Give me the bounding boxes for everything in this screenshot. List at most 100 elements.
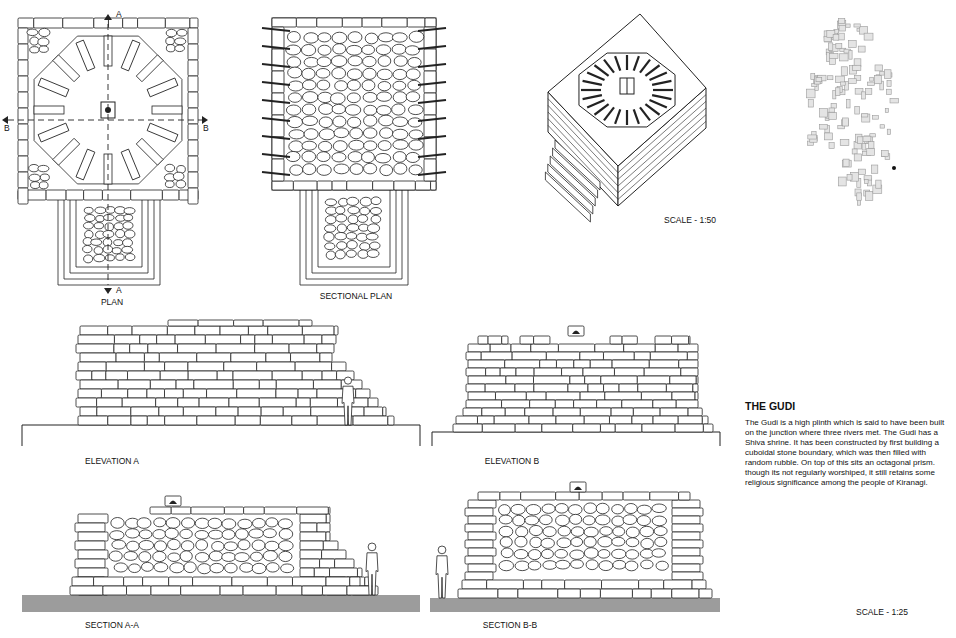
drawing-stroke <box>394 56 407 66</box>
drawing-stroke <box>808 99 813 107</box>
drawing-stroke <box>570 482 586 492</box>
drawing-stroke <box>612 505 624 514</box>
drawing-stroke <box>222 519 236 529</box>
drawing-stroke <box>325 243 335 250</box>
section-a-a-drawing <box>22 496 420 612</box>
drawing-stroke <box>829 53 838 58</box>
drawing-stroke <box>320 353 332 362</box>
drawing-stroke <box>342 386 354 425</box>
drawing-stroke <box>208 530 222 539</box>
drawing-stroke <box>462 580 487 589</box>
drawing-stroke <box>499 505 511 516</box>
drawing-stroke <box>555 549 568 558</box>
drawing-stroke <box>640 526 654 536</box>
drawing-stroke <box>418 172 446 175</box>
drawing-stroke <box>408 105 423 115</box>
drawing-stroke <box>233 380 259 389</box>
drawing-stroke <box>360 243 370 251</box>
drawing-stroke <box>332 68 346 79</box>
drawing-stroke <box>637 516 650 526</box>
drawing-stroke <box>660 408 688 416</box>
drawing-stroke <box>220 326 248 335</box>
drawing-stroke <box>188 60 198 76</box>
drawing-stroke <box>499 560 514 570</box>
drawing-stroke <box>543 527 556 537</box>
drawing-stroke <box>293 181 317 190</box>
drawing-stroke <box>358 215 368 223</box>
drawing-stroke <box>18 124 28 140</box>
drawing-title: SECTION A-A <box>85 621 139 630</box>
drawing-stroke <box>880 125 885 128</box>
drawing-stroke <box>858 46 865 52</box>
drawing-stroke <box>39 182 48 189</box>
drawing-stroke <box>808 135 817 139</box>
drawing-stroke <box>556 360 573 368</box>
drawing-stroke <box>287 116 302 127</box>
drawing-stroke <box>296 18 316 27</box>
drawing-stroke <box>584 548 598 559</box>
drawing-stroke <box>358 250 369 258</box>
drawing-stroke <box>188 124 198 140</box>
drawing-stroke <box>104 14 112 20</box>
drawing-stroke <box>78 568 108 577</box>
drawing-stroke <box>424 71 436 93</box>
drawing-stroke <box>53 138 80 165</box>
drawing-stroke <box>183 407 216 416</box>
drawing-stroke <box>436 556 448 598</box>
drawing-stroke <box>317 18 343 27</box>
drawing-stroke <box>150 507 171 514</box>
drawing-stroke <box>66 190 84 200</box>
drawing-stroke <box>124 208 135 215</box>
drawing-stroke <box>76 200 142 267</box>
drawing-stroke <box>702 416 708 424</box>
drawing-stroke <box>299 320 312 326</box>
drawing-stroke <box>306 190 402 279</box>
drawing-stroke <box>276 389 298 398</box>
drawing-stroke <box>167 326 194 335</box>
drawing-stroke <box>210 563 224 572</box>
drawing-stroke <box>288 93 301 102</box>
drawing-stroke <box>579 53 675 127</box>
drawing-stroke <box>409 165 422 175</box>
drawing-stroke <box>653 89 673 91</box>
drawing-stroke <box>8 120 202 121</box>
drawing-stroke <box>124 552 138 561</box>
drawing-stroke <box>260 416 291 425</box>
drawing-stroke <box>63 18 94 28</box>
sheet-title: THE GUDI <box>745 400 795 412</box>
drawing-stroke <box>866 191 873 200</box>
drawing-stroke <box>377 106 392 116</box>
drawing-stroke <box>304 33 318 43</box>
drawing-stroke <box>175 335 205 344</box>
drawing-stroke <box>541 549 553 558</box>
drawing-stroke <box>58 200 160 285</box>
drawing-stroke <box>337 242 347 250</box>
plan-drawing <box>2 14 208 294</box>
drawing-stroke <box>136 55 163 82</box>
drawing-stroke <box>468 376 506 384</box>
drawing-stroke <box>611 408 633 416</box>
drawing-stroke <box>289 344 317 353</box>
drawing-stroke <box>641 538 654 548</box>
drawing-stroke <box>268 326 303 335</box>
drawing-stroke <box>162 190 179 200</box>
drawing-stroke <box>675 424 703 432</box>
drawing-stroke <box>515 536 527 547</box>
drawing-stroke <box>302 586 323 595</box>
drawing-stroke <box>222 553 236 562</box>
drawing-stroke <box>586 560 598 570</box>
drawing-stroke <box>565 580 602 589</box>
drawing-stroke <box>154 518 166 527</box>
drawing-stroke <box>393 140 408 149</box>
drawing-stroke <box>216 407 238 416</box>
drawing-stroke <box>438 546 446 554</box>
drawing-stroke <box>334 326 338 335</box>
drawing-stroke <box>393 69 407 79</box>
drawing-stroke <box>394 181 416 190</box>
drawing-stroke <box>362 18 382 27</box>
drawing-stroke <box>655 344 678 352</box>
drawing-stroke <box>300 550 322 559</box>
drawing-stroke <box>864 180 868 184</box>
drawing-stroke <box>418 46 446 49</box>
